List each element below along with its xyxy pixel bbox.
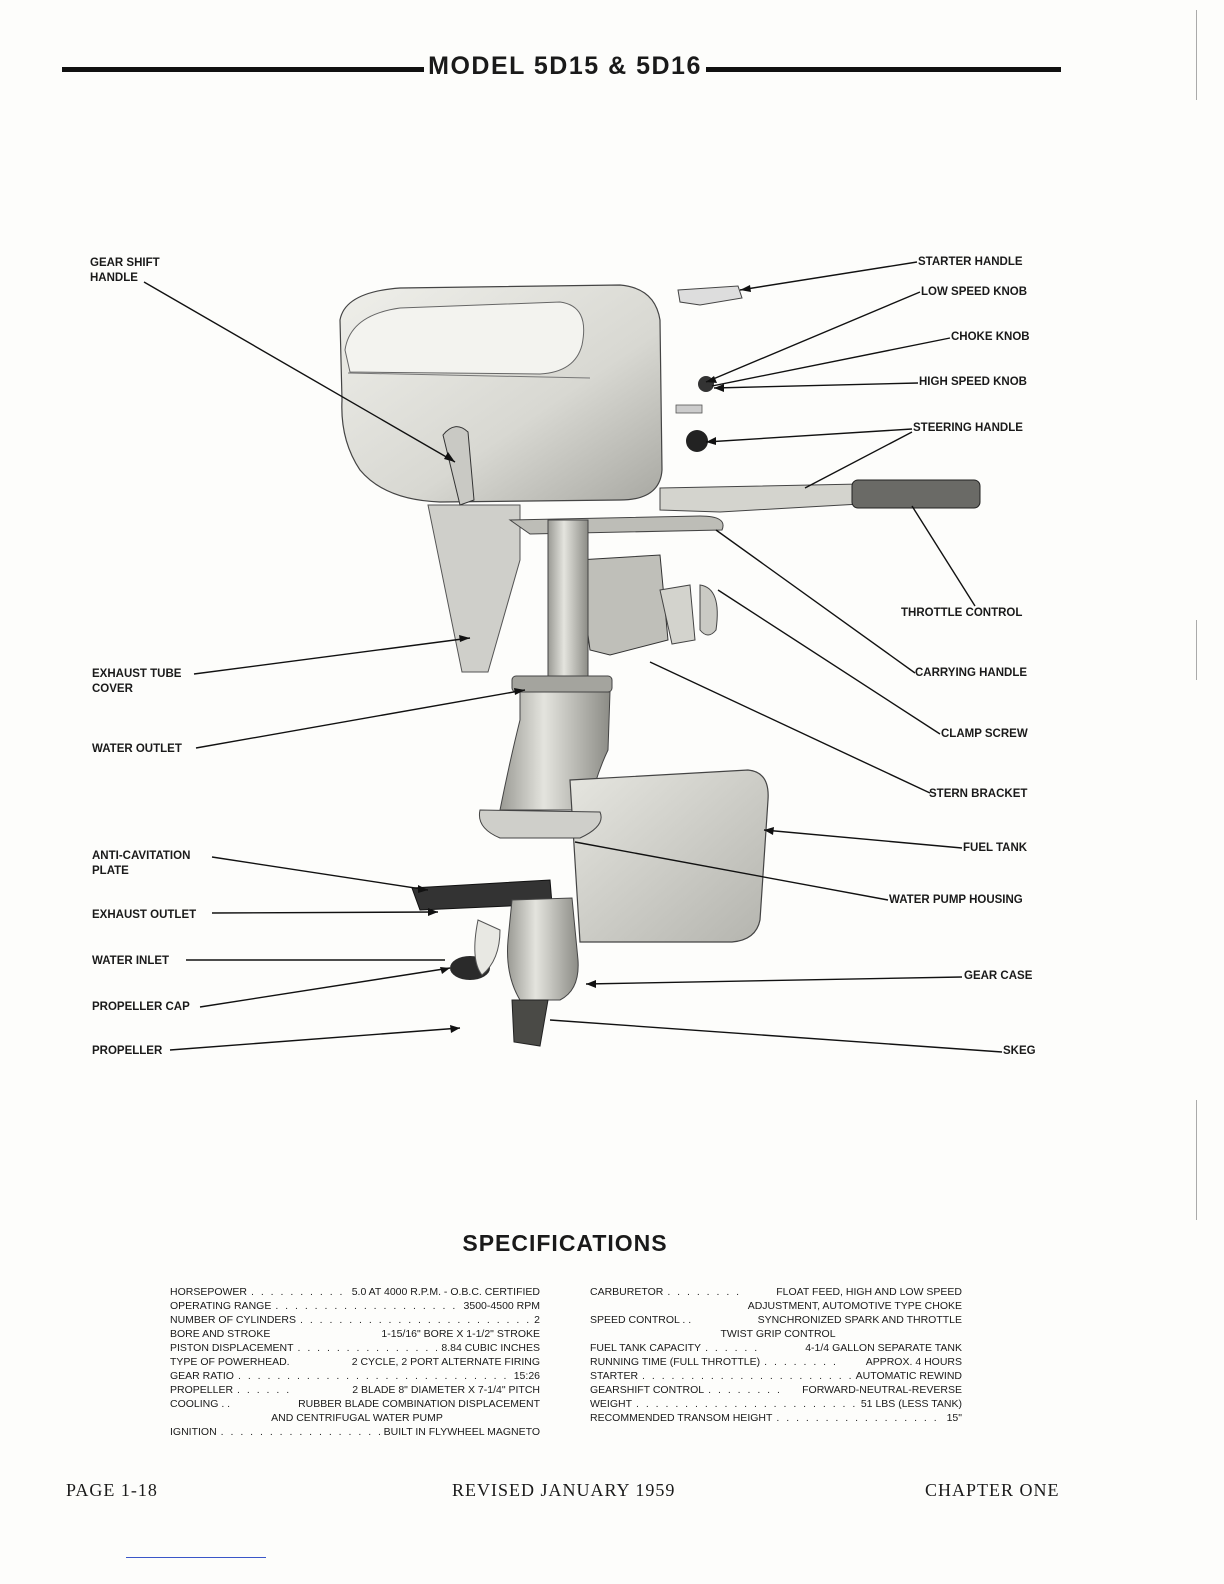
spec-row: FUEL TANK CAPACITY. . . . . .4-1/4 GALLO… — [590, 1342, 962, 1354]
label-propeller-cap: PROPELLER CAP — [92, 1001, 190, 1013]
spec-column-right: CARBURETOR. . . . . . . .FLOAT FEED, HIG… — [590, 1285, 962, 1425]
starter-handle-shape — [677, 285, 743, 306]
label-throttle-control: THROTTLE CONTROL — [901, 607, 1023, 619]
outboard-motor-diagram — [143, 261, 1003, 1053]
carrying-handle-shape — [508, 515, 724, 535]
spec-row: WEIGHT. . . . . . . . . . . . . . . . . … — [590, 1398, 962, 1410]
footer-page-number: PAGE 1-18 — [66, 1480, 158, 1500]
propeller-shape — [474, 919, 501, 976]
fuel-tank-shape — [569, 769, 769, 943]
skeg-shape — [511, 999, 549, 1047]
spec-row: NUMBER OF CYLINDERS. . . . . . . . . . .… — [170, 1314, 540, 1326]
spec-row: PROPELLER. . . . . .2 BLADE 8" DIAMETER … — [170, 1384, 540, 1396]
spec-row: AND CENTRIFUGAL WATER PUMP — [271, 1412, 443, 1424]
label-exhaust-outlet: EXHAUST OUTLET — [92, 909, 197, 921]
label-water-inlet: WATER INLET — [92, 955, 170, 967]
label-choke-knob: CHOKE KNOB — [951, 331, 1030, 343]
spec-row: SPEED CONTROL . .SYNCHRONIZED SPARK AND … — [590, 1314, 962, 1326]
drive-shaft-housing-shape — [547, 519, 589, 681]
header-rule-left — [62, 67, 424, 72]
spec-row: IGNITION. . . . . . . . . . . . . . . . … — [170, 1426, 540, 1438]
spec-row: GEAR RATIO. . . . . . . . . . . . . . . … — [170, 1370, 540, 1382]
spec-row: TYPE OF POWERHEAD.2 CYCLE, 2 PORT ALTERN… — [170, 1356, 540, 1368]
spec-row: ADJUSTMENT, AUTOMOTIVE TYPE CHOKE — [747, 1300, 962, 1312]
scan-blue-line — [126, 1557, 266, 1558]
page-title: MODEL 5D15 & 5D16 — [428, 52, 702, 80]
label-high-speed-knob: HIGH SPEED KNOB — [919, 376, 1027, 388]
scan-edge-mark — [1196, 1100, 1197, 1220]
water-pump-housing-shape — [478, 809, 602, 839]
footer-chapter: CHAPTER ONE — [925, 1480, 1060, 1500]
steering-handle-shape — [659, 483, 861, 513]
throttle-grip-shape — [851, 479, 981, 509]
stern-bracket-shape — [577, 554, 669, 656]
spec-row: HORSEPOWER. . . . . . . . . . . . .5.0 A… — [170, 1286, 540, 1298]
label-exhaust-tube-cover: EXHAUST TUBE COVER — [92, 668, 182, 695]
label-stern-bracket: STERN BRACKET — [929, 788, 1028, 800]
label-anti-cavitation-plate: ANTI-CAVITATION PLATE — [92, 850, 191, 877]
label-propeller: PROPELLER — [92, 1045, 163, 1057]
spec-row: PISTON DISPLACEMENT. . . . . . . . . . .… — [170, 1342, 540, 1354]
label-water-pump-housing: WATER PUMP HOUSING — [889, 894, 1023, 906]
label-clamp-screw: CLAMP SCREW — [941, 728, 1028, 740]
label-gear-case: GEAR CASE — [964, 970, 1033, 982]
spec-row: TWIST GRIP CONTROL — [720, 1328, 836, 1340]
label-low-speed-knob: LOW SPEED KNOB — [921, 286, 1028, 298]
gear-case-shape — [507, 897, 579, 1001]
spec-row: OPERATING RANGE. . . . . . . . . . . . .… — [170, 1300, 540, 1312]
label-steering-handle: STEERING HANDLE — [913, 422, 1023, 434]
exhaust-tube-cover-shape — [427, 504, 521, 673]
spec-row: GEARSHIFT CONTROL. . . . . . . .FORWARD-… — [590, 1384, 962, 1396]
label-water-outlet: WATER OUTLET — [92, 743, 182, 755]
spec-row: CARBURETOR. . . . . . . .FLOAT FEED, HIG… — [590, 1286, 962, 1298]
scan-edge-mark — [1196, 10, 1197, 100]
spec-row: RECOMMENDED TRANSOM HEIGHT. . . . . . . … — [590, 1412, 962, 1424]
label-starter-handle: STARTER HANDLE — [918, 256, 1023, 268]
scan-edge-mark — [1196, 620, 1197, 680]
spec-row: RUNNING TIME (FULL THROTTLE). . . . . . … — [590, 1356, 962, 1368]
label-gear-shift-handle: GEAR SHIFT HANDLE — [90, 257, 160, 284]
gear-shift-handle-shape — [442, 426, 475, 506]
spec-row: STARTER. . . . . . . . . . . . . . . . .… — [590, 1370, 962, 1382]
spec-row: COOLING . .RUBBER BLADE COMBINATION DISP… — [170, 1398, 540, 1410]
footer-revised-date: REVISED JANUARY 1959 — [452, 1480, 676, 1500]
label-fuel-tank: FUEL TANK — [963, 842, 1028, 854]
specifications-heading: SPECIFICATIONS — [462, 1230, 668, 1256]
spec-column-left: HORSEPOWER. . . . . . . . . . . . .5.0 A… — [170, 1285, 540, 1439]
label-carrying-handle: CARRYING HANDLE — [915, 667, 1028, 679]
header-rule-right — [706, 67, 1061, 72]
label-skeg: SKEG — [1003, 1045, 1036, 1057]
